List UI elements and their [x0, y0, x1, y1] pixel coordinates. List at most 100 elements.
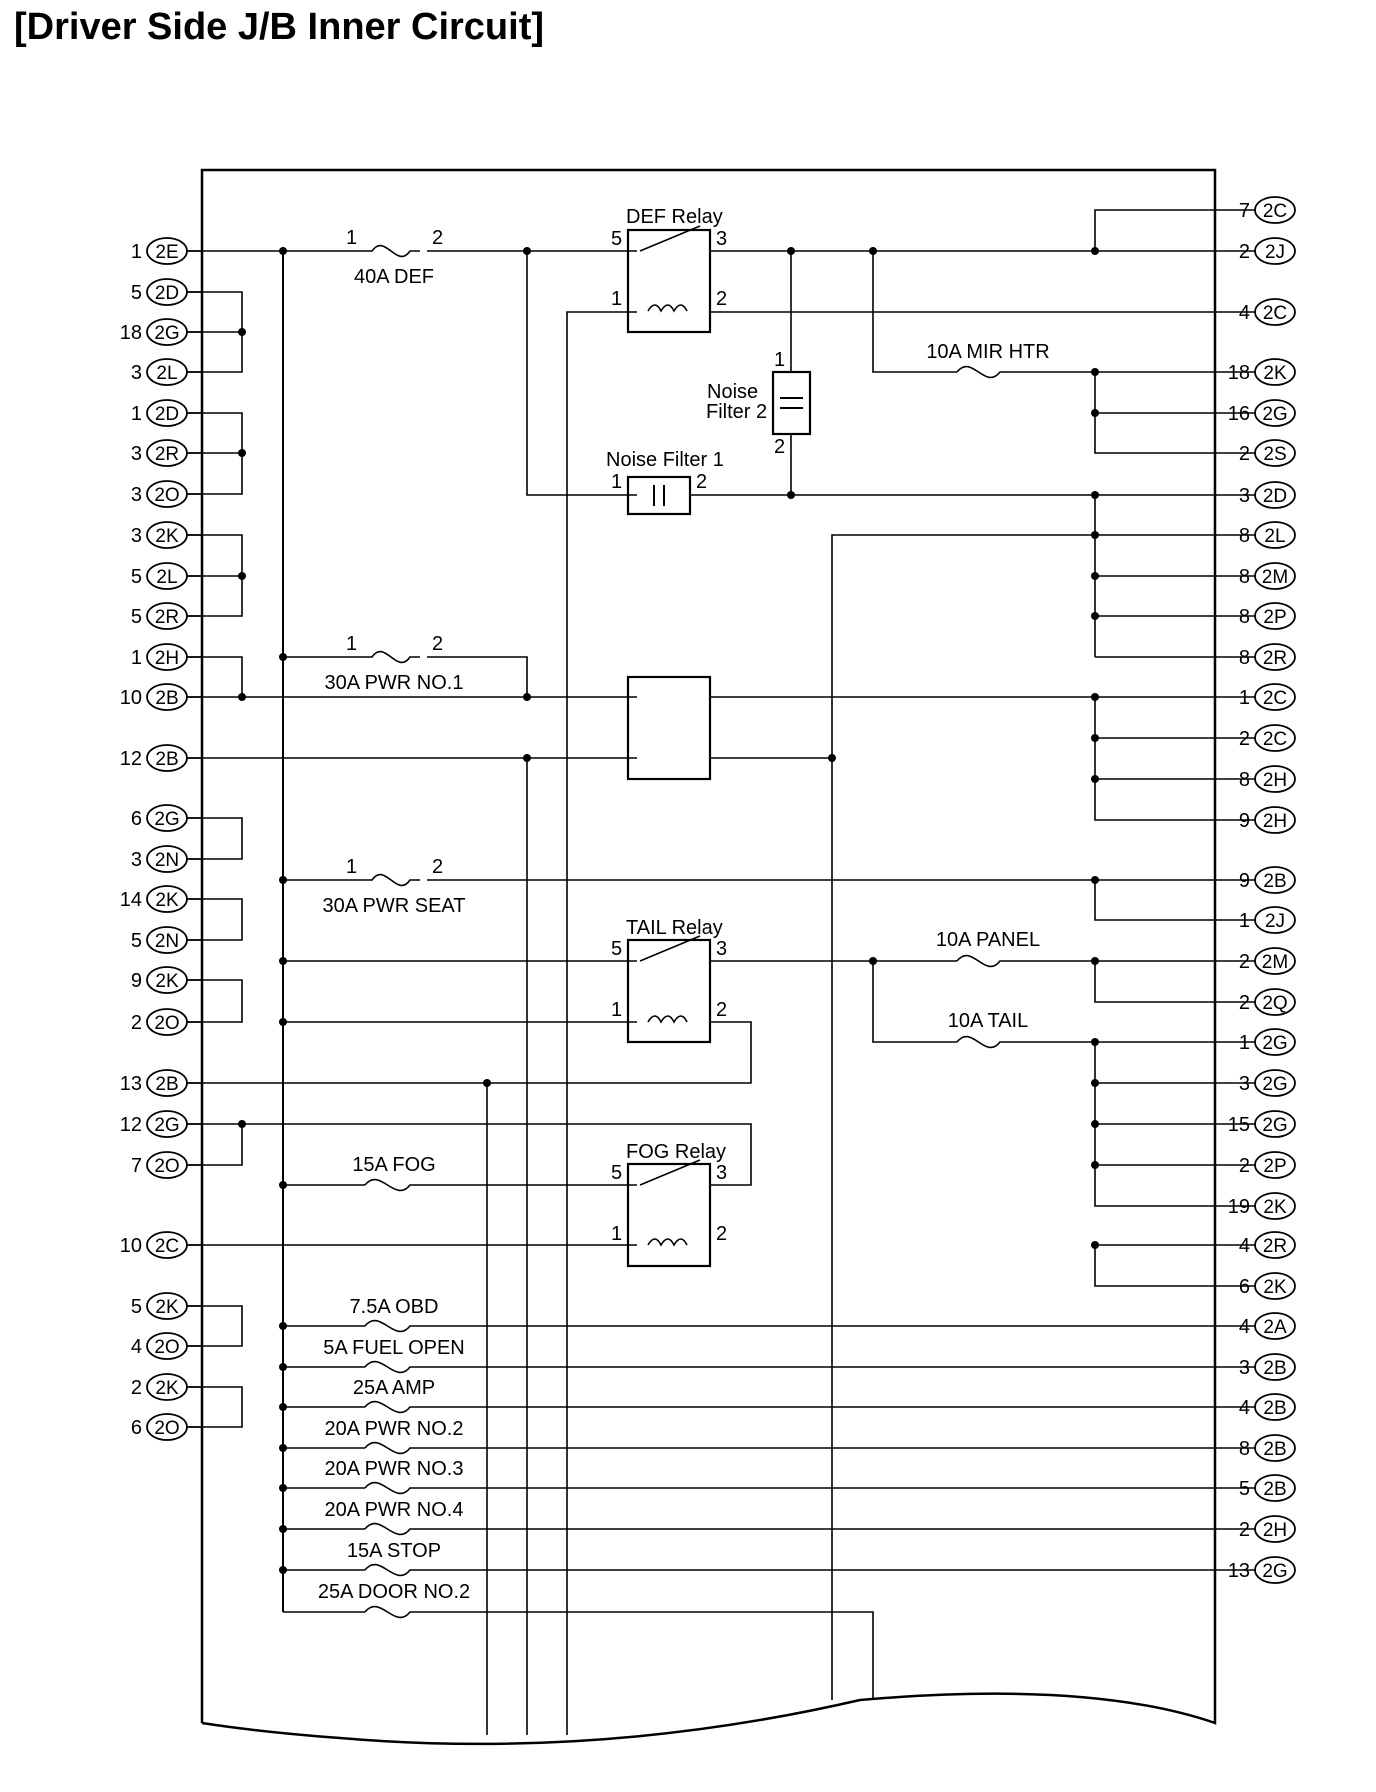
connector-id: 2H	[155, 648, 179, 669]
fuse-label: 20A PWR NO.2	[325, 1418, 464, 1440]
left-connector-1: 2D5	[131, 278, 202, 306]
connector-pin: 1	[1239, 1032, 1250, 1054]
right-connector-20: 2G3	[1215, 1069, 1296, 1097]
left-connector-18: 2O2	[131, 1008, 202, 1036]
fuse-symbols	[364, 244, 1013, 1619]
connector-pin: 5	[131, 1296, 142, 1318]
fuse-10a-mir-htr	[956, 365, 1013, 379]
junction-dot	[238, 328, 246, 336]
connector-pin: 6	[131, 1417, 142, 1439]
right-connector-6: 2D3	[1215, 481, 1296, 509]
connector-id: 2B	[1263, 1358, 1286, 1379]
left-connector-24: 2O4	[131, 1332, 202, 1360]
connector-pin: 3	[131, 443, 142, 465]
connector-pin: 4	[1239, 1316, 1250, 1338]
junction-dot	[279, 1322, 287, 1330]
connector-id: 2P	[1263, 607, 1286, 628]
right-connector-18: 2Q2	[1215, 988, 1296, 1016]
connector-pin: 5	[131, 566, 142, 588]
svg-text:2: 2	[432, 856, 443, 878]
fog-relay	[626, 1159, 712, 1268]
junction-dot	[1091, 572, 1099, 580]
connector-id: 2R	[1263, 1236, 1287, 1257]
right-connector-11: 2C1	[1215, 683, 1296, 711]
junction-dot	[1091, 1038, 1099, 1046]
connector-id: 2B	[155, 749, 178, 770]
connector-pin: 13	[1228, 1560, 1250, 1582]
left-connector-25: 2K2	[131, 1373, 202, 1401]
connector-pin: 12	[120, 748, 142, 770]
connector-id: 2K	[1263, 1197, 1287, 1218]
connector-pin: 4	[1239, 1235, 1250, 1257]
junction-dot	[279, 1363, 287, 1371]
connector-pin: 1	[131, 647, 142, 669]
connector-id: 2O	[154, 1337, 179, 1358]
right-connector-31: 2H2	[1215, 1515, 1296, 1543]
right-connector-32: 2G 13	[1215, 1556, 1296, 1584]
connector-pin: 8	[1239, 606, 1250, 628]
junction-dot	[279, 876, 287, 884]
fuse-label: 10A MIR HTR	[926, 341, 1049, 363]
connector-id: 2G	[1262, 1033, 1287, 1054]
svg-text:1: 1	[611, 1223, 622, 1245]
fuse-10a-panel	[956, 954, 1013, 968]
connector-id: 2G	[1262, 1561, 1287, 1582]
connector-id: 2G	[1262, 1115, 1287, 1136]
svg-text:2: 2	[774, 436, 785, 458]
left-connector-4: 2D1	[131, 399, 202, 427]
junction-dot	[787, 247, 795, 255]
junction-dot	[869, 957, 877, 965]
connector-id: 2K	[155, 1378, 179, 1399]
right-connector-13: 2H8	[1215, 765, 1296, 793]
left-connector-8: 2L5	[131, 562, 202, 590]
junction-dot	[523, 693, 531, 701]
junction-dot	[238, 1120, 246, 1128]
connector-pin: 12	[120, 1114, 142, 1136]
connector-pin: 3	[1239, 1073, 1250, 1095]
junction-dot	[1091, 1161, 1099, 1169]
junction-block-outline	[200, 168, 1217, 1746]
svg-text:3: 3	[716, 938, 727, 960]
svg-text:1: 1	[611, 999, 622, 1021]
fuse-label: 30A PWR SEAT	[322, 895, 465, 917]
labels: DEF Relay 5 3 1 2 TAIL Relay 5 3 1 2 FOG…	[318, 206, 1050, 1603]
svg-text:2: 2	[696, 471, 707, 493]
svg-text:1: 1	[774, 349, 785, 371]
connector-pin: 8	[1239, 647, 1250, 669]
connector-pin: 7	[131, 1155, 142, 1177]
right-connector-8: 2M8	[1215, 562, 1296, 590]
right-connector-9: 2P 8	[1215, 602, 1296, 630]
connector-id: 2S	[1263, 444, 1286, 465]
connector-pin: 5	[1239, 1478, 1250, 1500]
fuse-label: 5A FUEL OPEN	[323, 1337, 465, 1359]
connector-pin: 3	[131, 484, 142, 506]
left-connector-10: 2H 1	[131, 643, 202, 671]
svg-text:1: 1	[611, 471, 622, 493]
connector-id: 2D	[155, 404, 179, 425]
junction-dot	[1091, 1079, 1099, 1087]
connector-id: 2N	[155, 850, 179, 871]
right-connector-15: 2B9	[1215, 866, 1296, 894]
connector-id: 2J	[1265, 242, 1285, 263]
def-relay-label: DEF Relay	[626, 206, 723, 228]
connector-pin: 3	[1239, 1357, 1250, 1379]
right-connector-22: 2P2	[1215, 1151, 1296, 1179]
connector-pin: 1	[1239, 910, 1250, 932]
svg-text:2: 2	[716, 999, 727, 1021]
connector-pin: 9	[1239, 870, 1250, 892]
junction-dot	[279, 1525, 287, 1533]
connector-id: 2B	[1263, 1439, 1286, 1460]
connector-id: 2G	[154, 809, 179, 830]
junction-dot	[279, 1566, 287, 1574]
junction-dot	[279, 653, 287, 661]
junction-dot	[279, 1403, 287, 1411]
connector-id: 2M	[1262, 952, 1288, 973]
connector-id: 2D	[155, 283, 179, 304]
connector-id: 2K	[1263, 1277, 1287, 1298]
svg-text:1: 1	[346, 856, 357, 878]
connector-id: 2D	[1263, 486, 1287, 507]
